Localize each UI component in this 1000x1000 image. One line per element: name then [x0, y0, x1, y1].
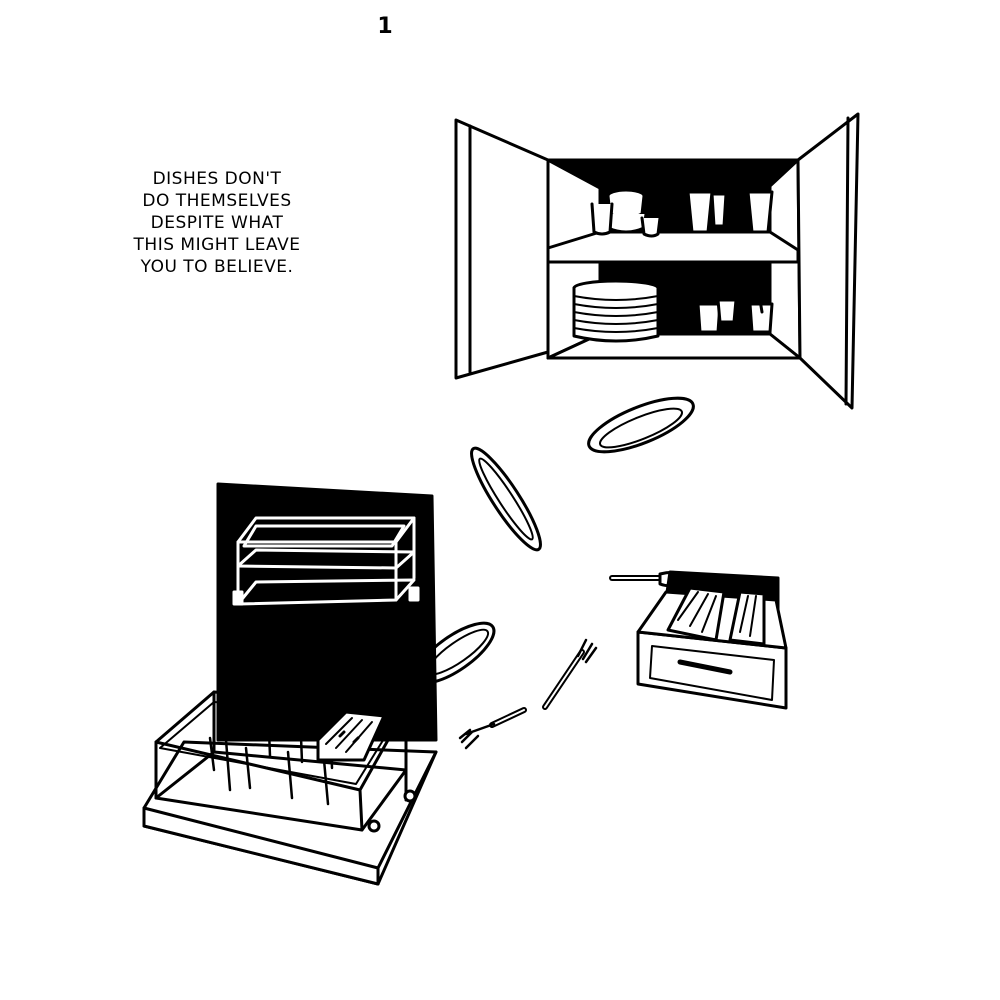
caption-text: DISHES DON'T DO THEMSELVES DESPITE WHAT … — [112, 168, 322, 278]
cutlery-drawer — [636, 570, 788, 710]
caption-line: THIS MIGHT LEAVE — [133, 235, 301, 255]
mugs — [696, 298, 774, 334]
upper-rack — [232, 516, 420, 606]
flying-forks — [458, 570, 692, 750]
lower-rack — [154, 690, 417, 833]
flying-plates — [414, 396, 695, 685]
page-number: 1 — [377, 14, 393, 39]
glasses-top — [686, 190, 774, 234]
open-dishwasher — [142, 482, 438, 886]
caption-line: DISHES DON'T — [152, 169, 282, 189]
bowl-stack — [590, 188, 662, 238]
caption-line: DO THEMSELVES — [142, 191, 292, 211]
caption-line: DESPITE WHAT — [150, 213, 284, 233]
plate-stack — [572, 279, 660, 343]
caption-line: YOU TO BELIEVE. — [140, 257, 294, 277]
open-cabinet — [454, 112, 860, 410]
cutlery-bundles — [666, 586, 766, 646]
